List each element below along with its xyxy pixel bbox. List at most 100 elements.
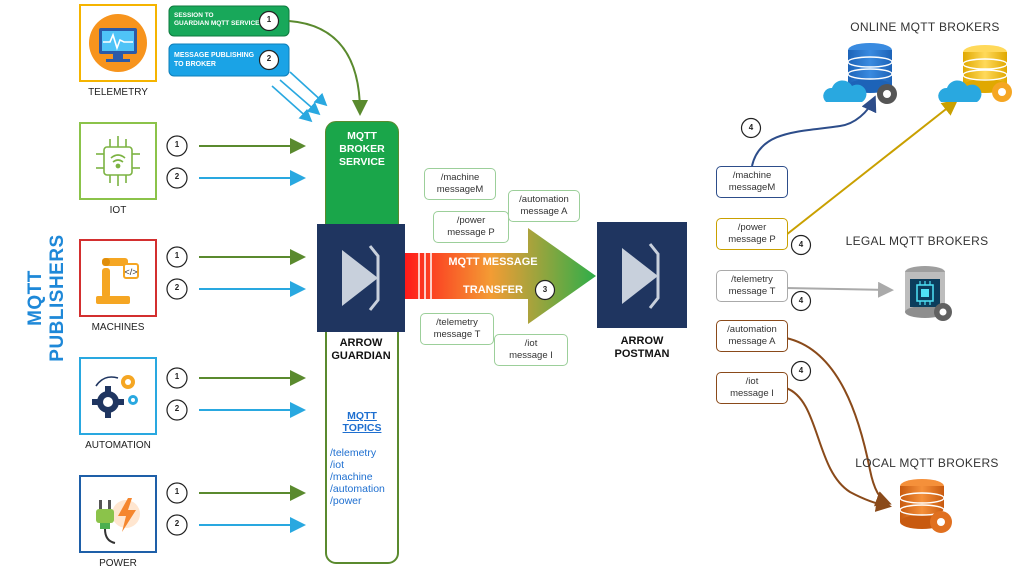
transit-msg: message I <box>509 350 553 361</box>
legend-publishing-line1: MESSAGE PUBLISHING <box>174 52 255 59</box>
topics-title: MQTT TOPICS <box>326 410 398 434</box>
publisher-iot <box>79 122 157 200</box>
publisher-machines: </> <box>79 239 157 317</box>
session-number-circle <box>166 482 188 504</box>
topic-item: /iot <box>330 459 345 471</box>
publisher-label-telemetry: TELEMETRY <box>88 87 148 98</box>
publisher-telemetry <box>79 4 157 82</box>
robot-arm-icon: </> <box>96 258 139 304</box>
transit-topic: /power <box>456 215 486 226</box>
session-number: 1 <box>174 372 180 381</box>
route-number: 4 <box>798 240 804 249</box>
postman-line2: POSTMAN <box>614 348 670 360</box>
transfer-line2: TRANSFER <box>463 284 523 296</box>
routed-topic: /machine <box>732 170 772 181</box>
topics-title-line1: MQTT <box>347 410 377 422</box>
topic-item: /telemetry <box>330 447 377 459</box>
transit-topic: /telemetry <box>436 317 478 328</box>
guardian-label: ARROW GUARDIAN <box>317 337 405 363</box>
online-brokers-title: ONLINE MQTT BROKERS <box>850 20 1000 34</box>
broker-service-line2: BROKER <box>339 143 385 155</box>
publishing-connector-arrows <box>271 71 328 123</box>
transit-topic: /machine <box>440 172 480 183</box>
session-number: 1 <box>174 487 180 496</box>
publish-number: 2 <box>174 519 180 528</box>
publisher-label-iot: IOT <box>109 205 127 216</box>
transfer-number: 3 <box>542 285 548 294</box>
routed-topic: /power <box>737 222 767 233</box>
publisher-arrows <box>166 135 306 536</box>
topic-item: /machine <box>330 471 373 483</box>
publish-number-circle <box>166 278 188 300</box>
diode-icon <box>342 245 380 311</box>
routed-topic: /automation <box>727 324 777 335</box>
publish-number-circle <box>166 514 188 536</box>
postman-line1: ARROW <box>620 335 664 347</box>
publish-number: 2 <box>174 283 180 292</box>
diode-icon <box>622 243 660 309</box>
session-number: 1 <box>174 251 180 260</box>
gears-icon <box>92 375 138 418</box>
topic-item: /power <box>330 495 362 507</box>
guardian-box <box>317 224 405 332</box>
legend-session-line1: SESSION TO <box>174 12 214 19</box>
routed-topic: /telemetry <box>731 274 773 285</box>
postman-box <box>597 222 687 328</box>
legend-publishing-line2: TO BROKER <box>174 61 216 68</box>
transit-msg: message A <box>520 206 568 217</box>
transfer-arrow <box>405 228 596 324</box>
transfer-line1: MQTT MESSAGE <box>448 256 538 268</box>
iot-chip-icon <box>96 136 140 186</box>
broker-service-line1: MQTT <box>347 130 377 142</box>
monitor-heartbeat-icon <box>89 14 147 72</box>
online-broker-gold-icon <box>938 45 1012 102</box>
mqtt-publishers-title: MQTT PUBLISHERS <box>25 234 68 362</box>
transit-msg: messageM <box>436 184 484 195</box>
local-brokers-title: LOCAL MQTT BROKERS <box>855 456 999 470</box>
legend-publishing-text: MESSAGE PUBLISHING TO BROKER <box>174 51 254 69</box>
publish-number-circle <box>166 399 188 421</box>
legend-publishing <box>168 43 290 77</box>
publish-number: 2 <box>174 172 180 181</box>
routed-msg: message P <box>728 234 776 245</box>
route-number-circle <box>740 117 762 139</box>
broker-service-line3: SERVICE <box>339 156 385 168</box>
routed-msg: messageM <box>728 182 776 193</box>
session-number: 1 <box>174 140 180 149</box>
legend-session-text: SESSION TO GUARDIAN MQTT SERVICE <box>174 12 259 28</box>
route-number: 4 <box>798 296 804 305</box>
route-number-circles <box>740 117 812 382</box>
route-number-circle <box>790 290 812 312</box>
transit-msg: message P <box>447 227 495 238</box>
session-number-circle <box>166 135 188 157</box>
topics-title-line2: TOPICS <box>342 422 382 434</box>
transit-topic: /iot <box>524 338 538 349</box>
publisher-label-power: POWER <box>99 558 137 569</box>
legend-publishing-number: 2 <box>266 54 272 63</box>
route-number: 4 <box>748 123 754 132</box>
online-broker-blue-icon <box>823 43 897 104</box>
route-number-circle <box>790 360 812 382</box>
legal-brokers-title: LEGAL MQTT BROKERS <box>845 234 989 248</box>
routed-msg: message T <box>728 286 776 297</box>
routed-msg: message I <box>730 388 774 399</box>
publisher-label-automation: AUTOMATION <box>85 440 151 451</box>
local-broker-icon <box>899 479 952 533</box>
topics-list: /telemetry /iot /machine /automation /po… <box>330 447 385 507</box>
routed-topic: /iot <box>745 376 759 387</box>
publisher-label-machines: MACHINES <box>91 322 145 333</box>
guardian-line1: ARROW <box>339 337 383 349</box>
session-connector-arrow <box>288 20 368 116</box>
topic-item: /automation <box>330 483 385 495</box>
session-number-circle <box>166 246 188 268</box>
transit-topic: /automation <box>519 194 569 205</box>
